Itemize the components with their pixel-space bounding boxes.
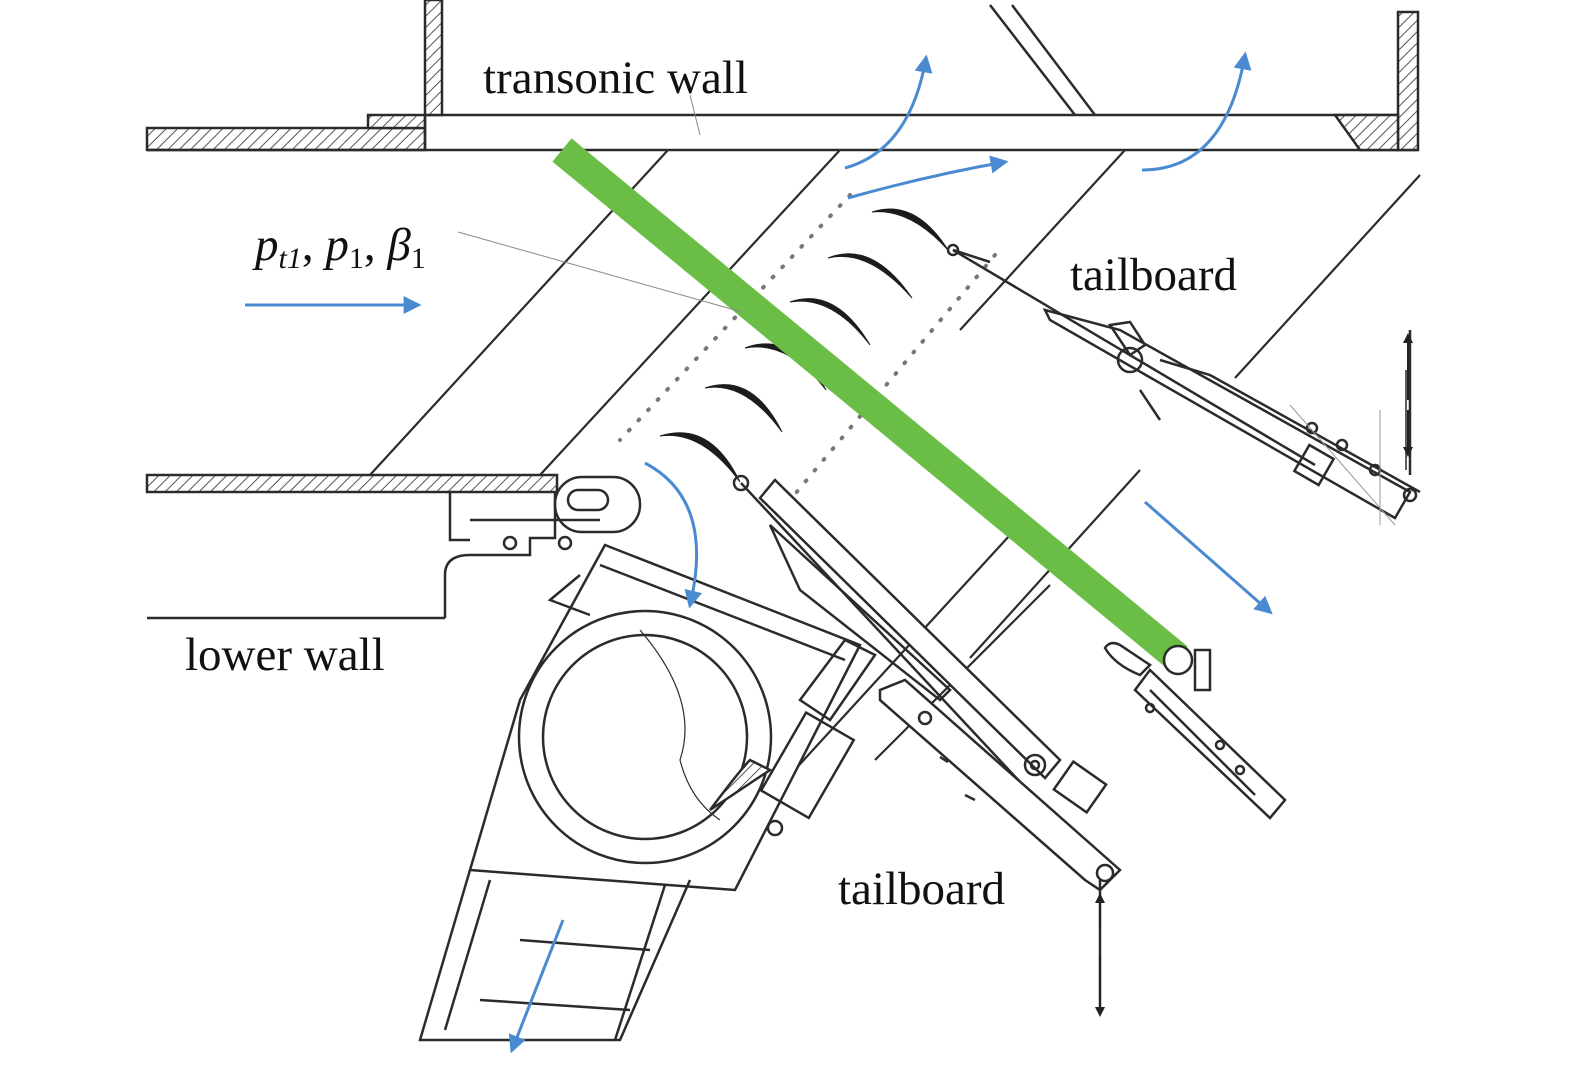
inlet-leader-line: [457, 231, 743, 313]
dotted-lines: [618, 193, 997, 502]
bleed-arrow-icon: [847, 155, 1009, 200]
upper-wall: [145, 0, 1420, 152]
blade-2: [827, 253, 913, 299]
blade-5: [704, 384, 783, 433]
beta1-subscript: 1: [410, 242, 426, 275]
beam-end-marker: [1162, 644, 1194, 676]
inlet-parameters-label: pt1, p1, β1: [255, 222, 426, 274]
tailboard-lower-label: tailboard: [838, 863, 1006, 915]
traverse-probe: [1103, 641, 1287, 820]
flow-arrows: [245, 51, 1273, 1054]
p1-symbol: p: [325, 219, 349, 271]
tailboard-upper-label: tailboard: [1070, 249, 1238, 301]
lower-wall-label: lower wall: [185, 629, 385, 681]
bleed-arrow-icon: [508, 919, 565, 1054]
beam-band: [552, 138, 1188, 670]
transonic-wall-label: transonic wall: [483, 52, 748, 104]
blade-6: [659, 432, 741, 483]
bleed-arrow-icon: [1141, 51, 1252, 172]
separator-2: ,: [363, 219, 388, 271]
passage-lines: [369, 149, 1421, 776]
optical-beam: [552, 138, 1194, 676]
flow-arrow-icon: [1144, 500, 1273, 615]
separator-1: ,: [301, 219, 326, 271]
bleed-arrow-icon: [644, 461, 703, 609]
p1-subscript: 1: [348, 242, 364, 275]
bleed-arrow-icon: [844, 54, 933, 170]
upper-tailboard: [946, 243, 1421, 526]
blade-1: [871, 208, 949, 251]
pt1-subscript: t1: [278, 242, 302, 275]
pt1-symbol: p: [255, 219, 279, 271]
beta1-symbol: β: [387, 219, 411, 271]
lower-wall: [145, 473, 642, 620]
bleed-housing: [418, 543, 877, 1042]
blade-3: [789, 298, 871, 346]
